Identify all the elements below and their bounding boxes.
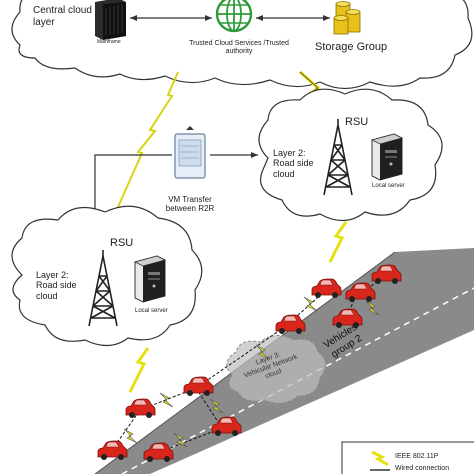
legend-wireless-icon xyxy=(371,450,389,467)
left-rsu-label: RSU xyxy=(110,237,134,249)
vnet-cloud xyxy=(226,335,326,404)
wired-link-globe-storage xyxy=(256,15,330,21)
right-layer2-label: Layer 2: Road side cloud xyxy=(273,148,314,179)
lightning-icon xyxy=(123,428,138,444)
legend-box xyxy=(341,441,474,474)
left-layer2-label: Layer 2: Road side cloud xyxy=(36,270,77,301)
storage-group-label: Storage Group xyxy=(315,41,388,53)
globe-icon xyxy=(215,0,253,33)
lightning-icon xyxy=(303,296,318,312)
car-icon xyxy=(125,398,156,419)
right-rsu-cloud xyxy=(258,88,443,222)
wireless-link-cloud-left-rsu-glow xyxy=(108,71,180,226)
car-icon xyxy=(311,278,342,299)
central-cloud-label: Central cloud layer xyxy=(33,5,92,28)
vm-transfer-label: VM Transfer between R2R xyxy=(165,195,215,214)
server-icon xyxy=(134,255,166,303)
vm-server-icon xyxy=(174,126,206,179)
server-icon xyxy=(371,133,403,181)
vm-transfer-arrowhead xyxy=(251,152,258,158)
right-local-server-label: Local server xyxy=(372,183,405,189)
car-icon xyxy=(97,440,128,461)
wireless-link-left-rsu-road xyxy=(128,347,150,393)
legend-wireless-label: IEEE 802.11P xyxy=(395,453,439,460)
storage-icon xyxy=(333,1,361,35)
wired-link-mainframe-globe xyxy=(130,15,212,21)
wireless-link-right-rsu-road xyxy=(328,221,348,263)
trusted-authority-label: Trusted Cloud Services /Trusted authorit… xyxy=(189,40,289,56)
mainframe-label: Mainframe xyxy=(97,39,121,45)
right-rsu-label: RSU xyxy=(345,116,369,128)
left-local-server-label: Local server xyxy=(135,308,168,314)
car-icon xyxy=(183,376,214,397)
lightning-icon xyxy=(159,392,174,408)
car-icon xyxy=(275,314,306,335)
legend-wired-label: Wired connection xyxy=(395,465,450,472)
mainframe-icon xyxy=(95,0,126,40)
